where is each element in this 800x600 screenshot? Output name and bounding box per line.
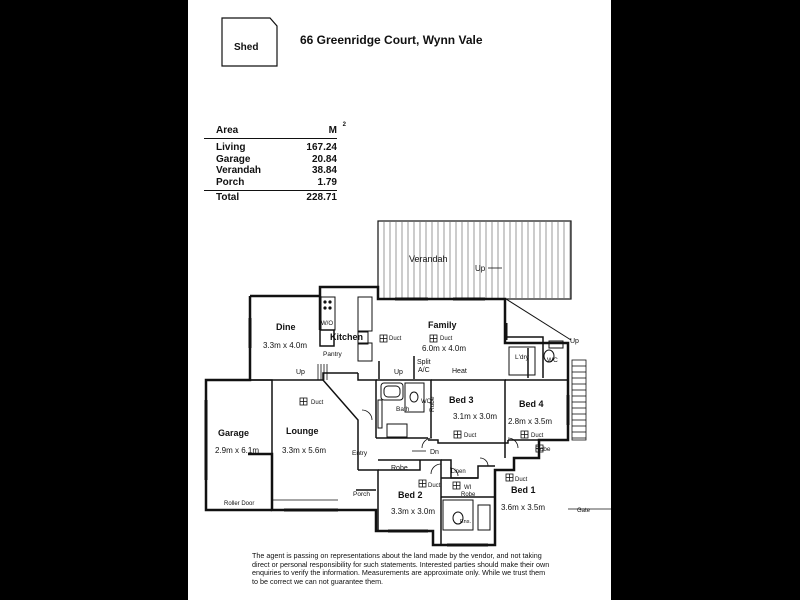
- area-row-label: Verandah: [216, 165, 262, 176]
- bed3-duct-label: Duct: [464, 433, 477, 439]
- ensuite-label: Ens.: [460, 519, 471, 525]
- bed1-label: Bed 1: [511, 485, 536, 495]
- stove-icon: [323, 300, 332, 310]
- bed2-size: 3.3m x 3.0m: [391, 507, 435, 516]
- bed3-robe-label: Robe: [429, 396, 436, 412]
- laundry-label: L'dry: [515, 354, 530, 361]
- bed3-label: Bed 3: [449, 395, 474, 405]
- area-row-value: 38.84: [311, 165, 337, 176]
- verandah-up-label: Up: [475, 264, 486, 273]
- area-header-label: Area: [216, 125, 239, 136]
- dine-up-label: Up: [296, 369, 305, 376]
- roller-door-label: Roller Door: [224, 501, 254, 507]
- dine-label: Dine: [276, 322, 296, 332]
- kitchen-benches: [320, 296, 373, 362]
- area-row-value: 167.24: [306, 142, 337, 153]
- garage-label: Garage: [218, 428, 249, 438]
- kitchen-duct-label: Duct: [389, 336, 402, 342]
- area-row-label: Living: [216, 142, 246, 153]
- bed1-size: 3.6m x 3.5m: [501, 503, 545, 512]
- area-total-label: Total: [216, 192, 240, 203]
- split-ac-label-1: Split: [417, 359, 431, 366]
- verandah-deck: [377, 220, 572, 341]
- wi-robe-label-2: Robe: [461, 492, 476, 498]
- linen-label: Linen: [451, 469, 466, 475]
- family-size: 6.0m x 4.0m: [422, 344, 466, 353]
- garage-size: 2.9m x 6.1m: [215, 446, 259, 455]
- down-label: Dn: [430, 449, 439, 456]
- laundry-wc-label: WC: [547, 357, 558, 364]
- interior-walls: [250, 329, 568, 545]
- wo-label: W/O: [321, 321, 333, 327]
- windows: [204, 297, 570, 547]
- split-ac-label-2: A/C: [418, 367, 430, 374]
- lounge-duct-label: Duct: [311, 400, 324, 406]
- floor-plan-sheet: Shed Verandah Up: [188, 0, 611, 600]
- door-swings: [361, 409, 519, 477]
- bed2-duct-label: Duct: [428, 483, 441, 489]
- family-duct-label: Duct: [440, 336, 453, 342]
- family-label: Family: [428, 320, 457, 330]
- lounge-size: 3.3m x 5.6m: [282, 446, 326, 455]
- area-row-value: 20.84: [311, 153, 337, 165]
- bath-label: Bath: [396, 406, 410, 413]
- floor-plan-drawing: Shed Verandah Up: [204, 17, 611, 547]
- area-row-value: 1.79: [317, 176, 337, 188]
- bed3-size: 3.1m x 3.0m: [453, 412, 497, 421]
- bed2-label: Bed 2: [398, 490, 423, 500]
- verandah-label: Verandah: [409, 254, 448, 264]
- pantry-label: Pantry: [323, 351, 343, 358]
- shed-outline: [221, 17, 278, 67]
- area-row-label: Garage: [216, 153, 251, 165]
- heat-label: Heat: [452, 368, 467, 375]
- exterior-walls: [204, 285, 570, 547]
- area-row: Verandah 38.84: [204, 165, 337, 177]
- kitchen-steps: [317, 364, 328, 380]
- duct-markers: [299, 334, 544, 490]
- area-total-row: Total 228.71: [204, 190, 337, 204]
- bed4-label: Bed 4: [519, 399, 544, 409]
- wi-robe-label-1: WI: [464, 485, 472, 491]
- dine-size: 3.3m x 4.0m: [263, 341, 307, 350]
- area-total-value: 228.71: [306, 192, 337, 203]
- bed2-robe-label: Robe: [391, 465, 408, 472]
- shed-label: Shed: [234, 42, 258, 53]
- area-row-label: Porch: [216, 176, 245, 188]
- bathroom-fixtures: [377, 340, 564, 531]
- lounge-label: Lounge: [286, 426, 319, 436]
- porch-label: Porch: [353, 491, 370, 498]
- bed4-robe-label: Robe: [535, 446, 551, 453]
- side-up-label: Up: [570, 338, 579, 345]
- bed4-size: 2.8m x 3.5m: [508, 417, 552, 426]
- kitchen-label: Kitchen: [330, 332, 363, 342]
- bed1-duct-label: Duct: [515, 477, 528, 483]
- gate-label: Gate: [577, 508, 591, 514]
- disclaimer-text: The agent is passing on representations …: [252, 551, 550, 586]
- bath-wc-label: WC: [421, 399, 432, 405]
- area-row: Porch 1.79: [204, 177, 337, 189]
- property-title: 66 Greenridge Court, Wynn Vale: [300, 33, 483, 47]
- kitchen-up-label: Up: [394, 369, 403, 376]
- entry-label: Entry: [352, 450, 368, 457]
- area-row: Garage 20.84: [204, 154, 337, 166]
- side-steps: [571, 359, 587, 441]
- bed4-duct-label: Duct: [531, 433, 544, 439]
- area-row: Living 167.24: [204, 142, 337, 154]
